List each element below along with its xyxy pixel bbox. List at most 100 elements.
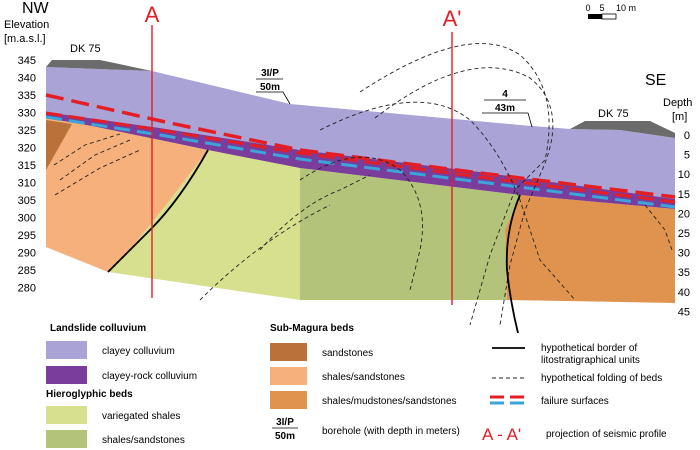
- road-left: [46, 60, 152, 71]
- fold-line: [59, 139, 131, 181]
- elevation-tick-label: 305: [18, 195, 36, 207]
- depth-tick-label: 40: [678, 287, 690, 299]
- layer-variegated-shales: [108, 150, 300, 300]
- legend-heading-landslide: Landslide colluvium: [50, 323, 146, 334]
- elevation-tick-labels: 345 340 335 330 325 320 315 310 305 300 295 290 285 2…: [18, 55, 36, 295]
- legend-failure: failure surfaces: [541, 396, 609, 407]
- elevation-tick-label: 335: [18, 90, 36, 102]
- borehole-2: 4 43m: [482, 89, 533, 128]
- borehole-1-name: 3I/P: [261, 68, 279, 79]
- depth-tick-label: 15: [678, 189, 690, 201]
- elevation-label: Elevation: [4, 19, 49, 31]
- legend-heading-submagura: Sub-Magura beds: [270, 323, 354, 334]
- elevation-tick-label: 300: [18, 213, 36, 225]
- legend-swatch-shales-mudstones-sandstones: [270, 391, 307, 409]
- legend: Landslide colluvium clayey colluvium cla…: [46, 323, 667, 448]
- elevation-tick-label: 290: [18, 248, 36, 260]
- depth-tick-label: 5: [684, 150, 690, 162]
- legend-shales-mudstones-sandstones: shales/mudstones/sandstones: [322, 396, 457, 407]
- road-left-label: DK 75: [70, 43, 101, 55]
- borehole-2-leader: [482, 112, 533, 128]
- borehole-2-depth: 43m: [495, 103, 515, 114]
- elevation-tick-label: 315: [18, 160, 36, 172]
- fold-line: [319, 101, 576, 301]
- profile-a-label: A: [145, 2, 160, 27]
- borehole-1-leader: [256, 91, 291, 105]
- elevation-tick-label: 340: [18, 73, 36, 85]
- legend-swatch-variegated-shales: [46, 406, 87, 424]
- layer-sandstones: [46, 120, 72, 170]
- depth-tick-label: 35: [678, 267, 690, 279]
- elevation-tick-label: 280: [18, 283, 36, 295]
- failure-surfaces: [45, 93, 676, 209]
- legend-projection: projection of seismic profile: [546, 429, 667, 440]
- scale-tick-0: 0: [585, 3, 590, 13]
- border-line-left: [107, 149, 209, 273]
- legend-clayey-rock-colluvium: clayey-rock colluvium: [102, 371, 197, 382]
- elevation-tick-label: 310: [18, 178, 36, 190]
- depth-tick-label: 10: [678, 169, 690, 181]
- border-line-right: [505, 194, 521, 334]
- legend-swatch-clayey-colluvium: [46, 341, 87, 359]
- failure-surface-lower-red: [45, 111, 676, 204]
- borehole-1: 3I/P 50m: [256, 68, 291, 105]
- title-nw: NW: [22, 0, 50, 17]
- fold-line: [299, 156, 423, 291]
- elevation-tick-label: 285: [18, 265, 36, 277]
- legend-border-line-2: litostratigraphical units: [541, 355, 640, 366]
- legend-clayey-colluvium: clayey colluvium: [102, 346, 175, 357]
- fold-line: [199, 204, 331, 301]
- elevation-unit: [m.a.s.l.]: [4, 33, 46, 45]
- legend-borehole: borehole (with depth in meters): [322, 426, 460, 437]
- fold-line: [54, 149, 141, 196]
- scale-bar: 0 5 10 m: [585, 3, 636, 20]
- legend-shales-sandstones-magura: shales/sandstones: [322, 372, 405, 383]
- fold-line: [644, 204, 673, 251]
- legend-sandstones: sandstones: [322, 348, 373, 359]
- depth-tick-label: 25: [678, 228, 690, 240]
- elevation-tick-label: 295: [18, 230, 36, 242]
- legend-border-line-1: hypothetical border of: [541, 343, 637, 354]
- scale-bar-black: [588, 14, 602, 19]
- depth-tick-label: 45: [678, 306, 690, 318]
- scale-bar-white: [601, 13, 617, 20]
- failure-surface-upper-red: [45, 93, 676, 199]
- layer-shales-sandstones-left: [46, 118, 208, 272]
- legend-swatch-shales-sandstones-magura: [270, 367, 307, 385]
- fold-line: [359, 43, 550, 326]
- profile-a-prime-label: A': [443, 6, 462, 31]
- legend-variegated-shales: variegated shales: [102, 411, 180, 422]
- legend-heading-hieroglyphic: Hieroglyphic beds: [46, 389, 133, 400]
- elevation-tick-label: 330: [18, 108, 36, 120]
- scale-tick-10: 10 m: [616, 3, 636, 13]
- borehole-1-depth: 50m: [260, 82, 280, 93]
- layers: [46, 67, 675, 303]
- depth-label: Depth: [663, 97, 692, 109]
- legend-swatch-sandstones: [270, 343, 307, 361]
- title-se: SE: [645, 72, 666, 89]
- legend-borehole-symbol-depth: 50m: [275, 431, 295, 442]
- legend-swatch-clayey-rock-colluvium: [46, 366, 87, 384]
- layer-clayey-rock-colluvium: [46, 112, 675, 209]
- depth-tick-label: 0: [684, 130, 690, 142]
- fold-line: [53, 133, 121, 166]
- legend-borehole-symbol-name: 3I/P: [276, 417, 294, 428]
- road-right: [570, 121, 675, 138]
- layer-clayey-colluvium: [46, 67, 675, 199]
- fold-line: [259, 174, 371, 251]
- failure-surface-blue: [45, 115, 676, 209]
- legend-swatch-shales-sandstones-hiero: [46, 430, 87, 448]
- depth-tick-label: 20: [678, 208, 690, 220]
- elevation-tick-label: 345: [18, 55, 36, 67]
- elevation-tick-label: 325: [18, 125, 36, 137]
- depth-tick-labels: 0 5 10 15 20 25 30 35 40 45: [678, 130, 690, 318]
- fold-line: [374, 67, 554, 326]
- depth-tick-label: 30: [678, 248, 690, 260]
- road-right-label: DK 75: [598, 108, 629, 120]
- elevation-tick-label: 320: [18, 143, 36, 155]
- layer-shales-mudstones-sandstones: [505, 195, 675, 303]
- scale-tick-5: 5: [599, 3, 604, 13]
- depth-unit: [m]: [672, 111, 687, 123]
- folding-lines: [53, 43, 673, 326]
